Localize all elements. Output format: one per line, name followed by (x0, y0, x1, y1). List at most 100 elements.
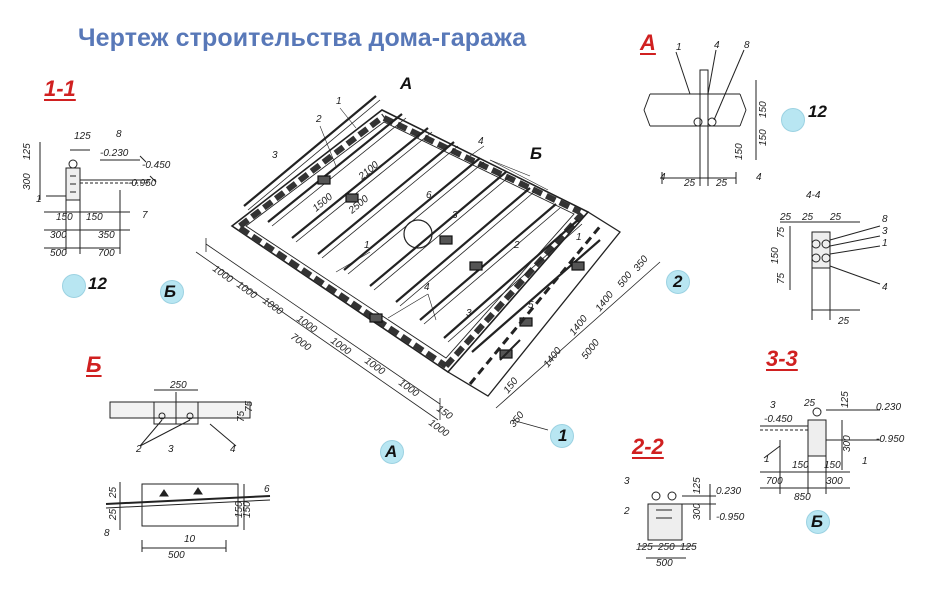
svg-text:1: 1 (364, 240, 370, 251)
svg-text:700: 700 (766, 476, 783, 487)
svg-text:125: 125 (680, 542, 697, 553)
svg-text:125: 125 (74, 131, 91, 142)
svg-text:150: 150 (242, 501, 253, 518)
dimension-chain-right (495, 261, 661, 431)
svg-text:1: 1 (36, 194, 42, 205)
svg-text:8: 8 (116, 129, 122, 140)
svg-text:150: 150 (234, 501, 245, 518)
axis-bubble-a-bottom (380, 440, 404, 464)
svg-text:25: 25 (108, 508, 119, 521)
axis-label-2: 2 (673, 272, 683, 291)
svg-text:350: 350 (98, 230, 115, 241)
section-3-3-drawing (760, 407, 880, 494)
svg-text:125: 125 (22, 143, 33, 160)
svg-text:2: 2 (315, 114, 322, 125)
axis-label-a-bottom: А (385, 442, 398, 461)
svg-text:75: 75 (244, 400, 255, 412)
svg-text:25: 25 (683, 178, 696, 189)
svg-text:1000: 1000 (328, 336, 353, 358)
svg-text:150: 150 (86, 212, 103, 223)
svg-text:-0.950: -0.950 (876, 434, 905, 445)
svg-text:300: 300 (50, 230, 67, 241)
svg-text:850: 850 (794, 492, 811, 503)
section-label-a: А (640, 30, 656, 55)
section-a-texts: 1 4 8 150 150 150 4 4 25 25 (660, 40, 769, 189)
strip-top (382, 115, 582, 215)
svg-text:0.230: 0.230 (716, 486, 741, 497)
drawing-title: Чертеж строительства дома-гаража (78, 24, 527, 52)
svg-text:5: 5 (528, 300, 534, 311)
section-label-2-2: 2-2 (632, 434, 664, 459)
svg-text:4: 4 (714, 40, 720, 51)
dimension-chain-left (195, 238, 441, 421)
svg-text:1000: 1000 (210, 264, 235, 286)
svg-text:150: 150 (56, 212, 73, 223)
svg-text:1: 1 (576, 232, 582, 243)
section-2-2-drawing (640, 484, 716, 559)
svg-text:300: 300 (826, 476, 843, 487)
svg-text:75: 75 (776, 226, 787, 238)
axis-label-12-right: 12 (808, 102, 827, 121)
svg-text:700: 700 (98, 248, 115, 259)
svg-text:1: 1 (336, 96, 342, 107)
svg-text:1400: 1400 (568, 313, 591, 338)
svg-text:125: 125 (840, 391, 851, 408)
detail-circle (403, 219, 433, 249)
svg-text:350: 350 (508, 410, 527, 430)
svg-text:2100: 2100 (356, 159, 381, 183)
section-b-texts: 250 75 75 2 3 4 25 25 150 150 6 8 10 500 (104, 380, 270, 561)
svg-text:1500: 1500 (311, 191, 335, 214)
axis-label-b-bottom: Б (811, 512, 824, 531)
svg-text:3: 3 (452, 210, 458, 221)
axis-label-a-top: А (400, 74, 413, 93)
svg-text:25: 25 (803, 398, 816, 409)
svg-text:10: 10 (184, 534, 196, 545)
svg-text:1: 1 (882, 238, 888, 249)
axis-bubble-b-bottom (806, 510, 830, 534)
garage-extension-outline (446, 211, 621, 397)
svg-text:75: 75 (776, 272, 787, 284)
svg-text:25: 25 (829, 212, 842, 223)
svg-text:-0.950: -0.950 (128, 178, 157, 189)
isometric-foundation-plan: 1000 1000 1000 1000 1000 1000 1000 7000 … (195, 95, 661, 440)
svg-text:1400: 1400 (594, 289, 617, 314)
svg-text:125: 125 (692, 477, 703, 494)
svg-text:2: 2 (135, 444, 142, 455)
svg-text:1000: 1000 (260, 296, 285, 318)
svg-text:250: 250 (169, 380, 187, 391)
svg-text:25: 25 (779, 212, 792, 223)
svg-text:2: 2 (623, 506, 630, 517)
svg-text:4: 4 (424, 282, 430, 293)
svg-text:1: 1 (764, 454, 770, 465)
svg-text:1000: 1000 (362, 356, 387, 378)
svg-text:3: 3 (882, 226, 888, 237)
svg-text:-0.950: -0.950 (716, 512, 745, 523)
svg-text:3: 3 (624, 476, 630, 487)
svg-text:75: 75 (236, 410, 247, 422)
svg-text:8: 8 (104, 528, 110, 539)
svg-text:2: 2 (513, 240, 520, 251)
svg-text:-0.450: -0.450 (764, 414, 793, 425)
svg-text:25: 25 (108, 486, 119, 499)
svg-text:1000: 1000 (396, 378, 421, 400)
strip-bottom (238, 225, 448, 369)
axis-label-b-top: Б (530, 144, 543, 163)
svg-text:25: 25 (715, 178, 728, 189)
svg-text:4: 4 (660, 172, 666, 183)
svg-text:-0.450: -0.450 (142, 160, 171, 171)
section-b-drawing (105, 389, 271, 552)
svg-text:150: 150 (502, 376, 521, 396)
axis-label-12-left: 12 (88, 274, 107, 293)
svg-text:5000: 5000 (580, 337, 603, 362)
section-label-b: Б (86, 352, 102, 377)
svg-text:7: 7 (142, 210, 148, 221)
svg-text:300: 300 (692, 503, 703, 520)
svg-text:125: 125 (636, 542, 653, 553)
svg-text:8: 8 (744, 40, 750, 51)
axis-bubble-2 (666, 270, 690, 294)
section-4-4-texts: 4-4 25 25 25 75 150 75 8 3 1 4 25 (770, 190, 888, 327)
svg-text:25: 25 (837, 316, 850, 327)
svg-text:3: 3 (168, 444, 174, 455)
section-a-drawing (643, 49, 757, 186)
